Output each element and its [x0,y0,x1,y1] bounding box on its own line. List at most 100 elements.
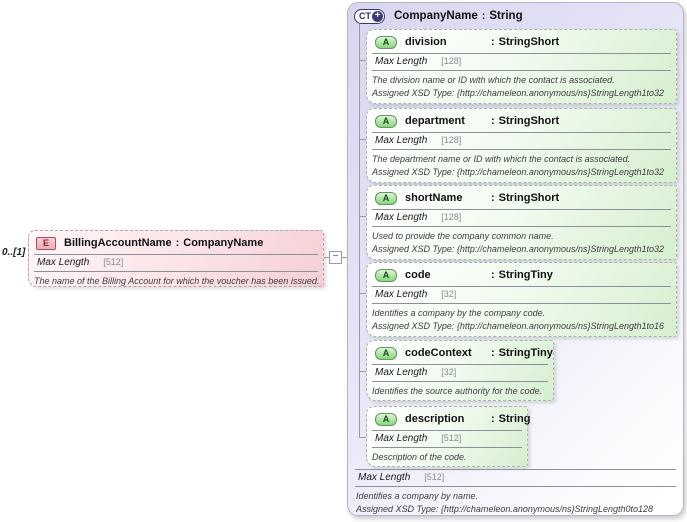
description-line: Assigned XSD Type: {http://chameleon.ano… [372,166,665,177]
attribute-name: description [405,413,465,425]
attribute-name: codeContext [405,347,472,359]
description-line: The department name or ID with which the… [372,154,631,164]
attribute-header: A shortName :StringShort [367,186,676,209]
type-separator: : [481,10,486,22]
connector-stub [359,437,367,438]
ct-icon-label: CT [359,10,371,21]
attribute-description: Description of the code. [367,448,527,466]
type-separator: : [491,115,495,127]
attribute-header: A codeContext :StringTiny [367,341,553,364]
attribute-icon: A [375,346,397,360]
connector-spine [359,24,360,437]
attribute-box-codecontext[interactable]: A codeContext :StringTiny Max Length [32… [366,340,554,401]
type-separator: : [491,192,495,204]
attribute-type: :String [487,413,530,425]
element-title: BillingAccountName:CompanyName [64,237,263,249]
attribute-header: A department :StringShort [367,109,676,132]
maxlength-value: [512] [441,433,462,443]
complextype-maxlength-row: Max Length [512] [355,469,676,487]
attribute-maxlength-row: Max Length [32] [372,364,548,382]
connector-stub [359,216,367,217]
attribute-description: The department name or ID with which the… [367,150,676,180]
maxlength-value: [32] [441,289,457,299]
attribute-box-shortname[interactable]: A shortName :StringShort Max Length [128… [366,185,677,260]
attribute-maxlength-row: Max Length [128] [372,209,671,227]
connector-stub [359,139,367,140]
description-line: Used to provide the company common name. [372,231,554,241]
attribute-box-description[interactable]: A description :String Max Length [512] D… [366,406,530,467]
complex-type-box-companyname[interactable]: CT + CompanyName:String A division :Stri… [347,2,684,516]
complex-type-header: CT + CompanyName:String [348,3,683,27]
attribute-maxlength-row: Max Length [128] [372,53,671,71]
attribute-icon: A [375,412,397,426]
attribute-description: Used to provide the company common name.… [367,227,676,257]
attribute-box-division[interactable]: A division :StringShort Max Length [128]… [366,29,677,104]
description-line: Identifies a company by name. [356,491,479,501]
attribute-icon: A [375,191,397,205]
attribute-name: department [405,115,465,127]
maxlength-value: [128] [441,56,462,66]
maxlength-label: Max Length [375,56,428,67]
attribute-icon: A [375,35,397,49]
attribute-type: :StringTiny [487,347,553,359]
element-description: The name of the Billing Account for whic… [34,276,320,286]
element-box-billing-account-name[interactable]: E BillingAccountName:CompanyName Max Len… [28,230,324,287]
maxlength-label: Max Length [375,433,428,444]
maxlength-label: Max Length [37,257,90,268]
attribute-header: A description :String [367,407,530,430]
attribute-type: :StringShort [487,192,559,204]
description-line: Assigned XSD Type: {http://chameleon.ano… [372,320,665,331]
description-line: Identifies the source authority for the … [372,386,543,396]
maxlength-label: Max Length [358,472,411,483]
attribute-box-code[interactable]: A code :StringTiny Max Length [32] Ident… [366,262,677,337]
description-line: Assigned XSD Type: {http://chameleon.ano… [356,503,654,514]
description-line: Identifies a company by the company code… [372,308,546,318]
attribute-type-name: StringTiny [498,269,553,281]
attribute-type-name: StringShort [498,36,560,48]
attribute-type-name: String [498,413,531,425]
element-header: E BillingAccountName:CompanyName [29,231,323,254]
maxlength-value: [512] [424,472,445,482]
element-icon: E [36,236,56,250]
attribute-type-name: StringShort [498,115,560,127]
attribute-icon: A [375,114,397,128]
expand-icon[interactable]: + [372,10,383,22]
maxlength-label: Max Length [375,212,428,223]
description-line: Description of the code. [372,452,467,462]
attribute-header: A code :StringTiny [367,263,676,286]
type-separator: : [491,413,495,425]
connector-line [324,257,362,258]
complex-type-icon: CT + [354,8,385,24]
attribute-name: code [405,269,431,281]
connector-stub [359,60,367,61]
attribute-maxlength-row: Max Length [128] [372,132,671,150]
attribute-box-department[interactable]: A department :StringShort Max Length [12… [366,108,677,183]
type-separator: : [175,237,180,249]
attribute-maxlength-row: Max Length [32] [372,286,671,304]
attribute-type: :StringShort [487,36,559,48]
complex-type-name: CompanyName [394,10,478,22]
attribute-icon: A [375,268,397,282]
multiplicity-label: 0..[1] [2,247,26,258]
description-line: Assigned XSD Type: {http://chameleon.ano… [372,243,665,254]
maxlength-value: [32] [441,367,457,377]
maxlength-label: Max Length [375,135,428,146]
attribute-description: Identifies a company by the company code… [367,304,676,334]
connector-stub [359,293,367,294]
attribute-type-name: StringTiny [498,347,553,359]
description-line: The division name or ID with which the c… [372,75,615,85]
type-separator: : [491,269,495,281]
collapse-handle-icon[interactable]: − [329,251,342,264]
element-type: CompanyName [183,237,264,249]
attribute-type-name: StringShort [498,192,560,204]
attribute-type: :StringShort [487,115,559,127]
complex-type-base: String [489,10,523,22]
maxlength-label: Max Length [375,367,428,378]
connector-stub [359,371,367,372]
maxlength-value: [512] [103,257,124,267]
element-maxlength-row: Max Length [512] [34,254,318,272]
attribute-description: The division name or ID with which the c… [367,71,676,101]
maxlength-value: [128] [441,135,462,145]
attribute-type: :StringTiny [487,269,553,281]
